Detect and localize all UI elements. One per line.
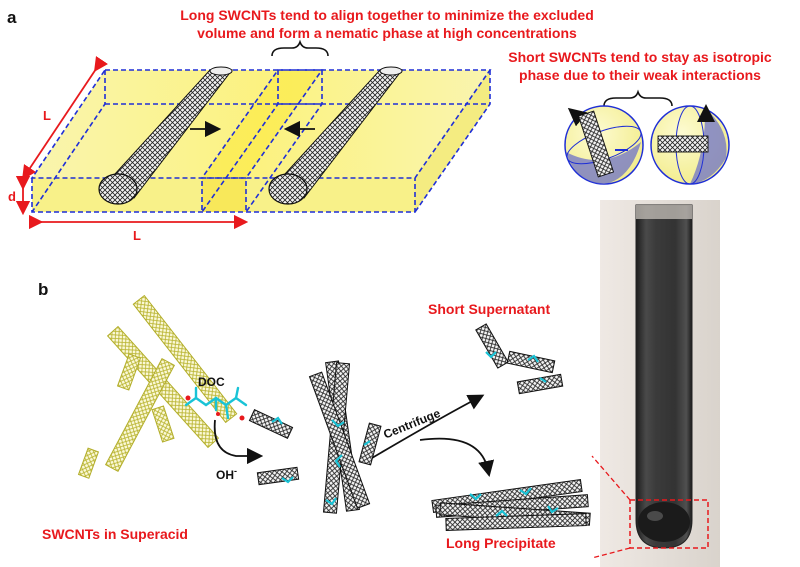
centrifuge-arrow-down <box>419 437 495 478</box>
excluded-volume-brace <box>271 39 329 57</box>
dispersion-tube <box>635 204 693 549</box>
short-swcnt-caption: Short SWCNTs tend to stay as isotropic p… <box>484 48 796 84</box>
sphere-left <box>564 105 644 185</box>
long-swcnt-right <box>268 66 404 205</box>
panel-a-label: a <box>7 8 17 27</box>
long-precipitate-illustration <box>431 479 591 531</box>
swcnts-in-superacid-illustration <box>77 294 238 479</box>
long-precipitate-caption: Long Precipitate <box>446 535 556 551</box>
zoom-line-top <box>591 455 631 501</box>
hydroxide-label: OH- <box>216 466 237 482</box>
nematic-slab-diagram <box>15 39 492 230</box>
short-supernatant-caption: Short Supernatant <box>428 301 551 317</box>
diameter-label: d <box>8 189 16 204</box>
panel-b-label: b <box>38 280 49 299</box>
superacid-caption: SWCNTs in Superacid <box>42 526 188 542</box>
short-swcnt-caption-line-2: phase due to their weak interactions <box>519 67 761 83</box>
slab-side-face <box>415 70 490 212</box>
hydroxide-charge: - <box>234 466 237 476</box>
sphere-right <box>650 104 730 185</box>
isotropic-brace <box>603 89 673 107</box>
long-swcnt-caption: Long SWCNTs tend to align together to mi… <box>132 6 642 42</box>
short-supernatant-illustration <box>475 323 564 395</box>
zoom-line-bottom <box>591 547 631 559</box>
length-label-bottom: L <box>133 228 141 243</box>
doc-label: DOC <box>198 375 225 389</box>
reaction-arrow <box>213 419 264 465</box>
hydroxide-text: OH <box>216 468 234 482</box>
long-swcnt-caption-line-2: volume and form a nematic phase at high … <box>197 25 577 41</box>
centrifuge-arrow-up <box>371 394 485 459</box>
doc-wrapped-swcnt-cluster <box>248 360 382 514</box>
doc-molecule <box>184 386 248 421</box>
long-swcnt-left <box>98 66 234 205</box>
long-swcnt-caption-line-1: Long SWCNTs tend to align together to mi… <box>180 7 594 23</box>
length-arrow-diagonal <box>22 56 108 180</box>
short-swcnt-caption-line-1: Short SWCNTs tend to stay as isotropic <box>508 49 772 65</box>
excluded-volume-region <box>202 70 322 178</box>
length-label-left: L <box>43 108 51 123</box>
isotropic-spheres <box>564 89 730 185</box>
precipitate-zoom-box <box>629 499 709 549</box>
excluded-volume-front <box>202 178 246 212</box>
tube-photograph <box>600 200 720 567</box>
